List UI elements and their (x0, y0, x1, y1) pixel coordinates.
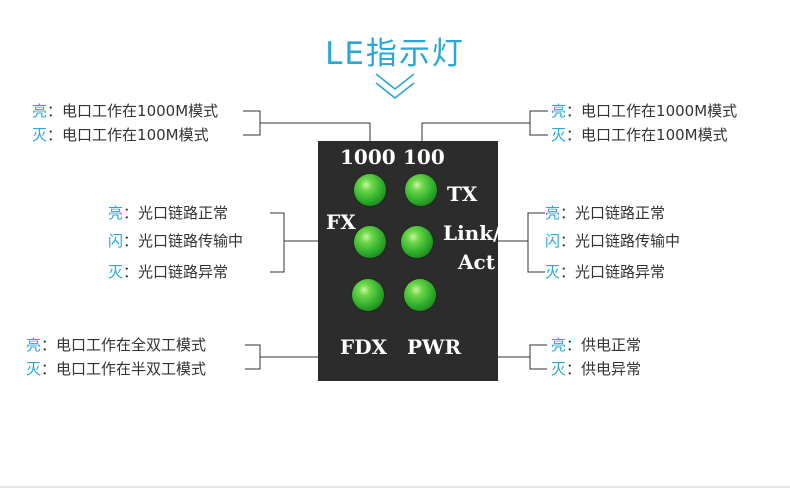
state-label: 灭 (551, 360, 567, 378)
desc-left-mid-blink: 闪：光口链路传输中 (108, 232, 244, 250)
footer-divider (0, 486, 790, 488)
label-100: 100 (403, 145, 445, 169)
desc-left-mid-off: 灭：光口链路异常 (108, 263, 229, 281)
desc-right-bot-on: 亮：供电正常 (551, 336, 642, 354)
desc-text: 电口工作在全双工模式 (56, 336, 207, 354)
desc-text: 电口工作在半双工模式 (56, 360, 207, 378)
desc-text: 光口链路正常 (575, 204, 666, 222)
led-link-act (401, 226, 433, 258)
state-label: 亮 (545, 204, 561, 222)
desc-text: 光口链路异常 (575, 263, 666, 281)
desc-text: 光口链路异常 (138, 263, 229, 281)
led-100-tx (405, 174, 437, 206)
desc-right-mid-blink: 闪：光口链路传输中 (545, 232, 681, 250)
state-label: 灭 (551, 126, 567, 144)
desc-text: 电口工作在100M模式 (581, 126, 728, 144)
label-fdx: FDX (340, 335, 388, 359)
desc-right-mid-on: 亮：光口链路正常 (545, 204, 666, 222)
desc-left-top-off: 灭：电口工作在100M模式 (32, 126, 209, 144)
state-label: 灭 (108, 263, 124, 281)
label-tx: TX (447, 182, 478, 206)
desc-text: 电口工作在1000M模式 (581, 102, 738, 120)
led-fx (354, 226, 386, 258)
label-act: Act (458, 250, 495, 274)
state-label: 闪 (545, 232, 561, 250)
state-label: 亮 (551, 336, 567, 354)
state-label: 亮 (32, 102, 48, 120)
desc-right-bot-off: 灭：供电异常 (551, 360, 642, 378)
state-label: 亮 (108, 204, 124, 222)
led-pwr (404, 279, 436, 311)
desc-left-top-on: 亮：电口工作在1000M模式 (32, 102, 219, 120)
desc-text: 电口工作在100M模式 (62, 126, 209, 144)
desc-text: 光口链路传输中 (138, 232, 244, 250)
label-1000: 1000 (340, 145, 396, 169)
double-chevron-down-icon (375, 73, 415, 100)
label-fx: FX (326, 210, 356, 234)
desc-text: 供电正常 (581, 336, 642, 354)
state-label: 亮 (551, 102, 567, 120)
desc-text: 光口链路传输中 (575, 232, 681, 250)
desc-left-bot-off: 灭：电口工作在半双工模式 (26, 360, 207, 378)
desc-text: 供电异常 (581, 360, 642, 378)
state-label: 灭 (545, 263, 561, 281)
led-1000 (354, 174, 386, 206)
label-link: Link/ (443, 221, 501, 245)
desc-right-mid-off: 灭：光口链路异常 (545, 263, 666, 281)
state-label: 灭 (26, 360, 42, 378)
desc-text: 电口工作在1000M模式 (62, 102, 219, 120)
led-fdx (352, 279, 384, 311)
state-label: 闪 (108, 232, 124, 250)
state-label: 亮 (26, 336, 42, 354)
label-pwr: PWR (407, 335, 462, 359)
desc-right-top-on: 亮：电口工作在1000M模式 (551, 102, 738, 120)
desc-text: 光口链路正常 (138, 204, 229, 222)
desc-right-top-off: 灭：电口工作在100M模式 (551, 126, 728, 144)
page-title: LE指示灯 (325, 36, 465, 72)
state-label: 灭 (32, 126, 48, 144)
desc-left-mid-on: 亮：光口链路正常 (108, 204, 229, 222)
desc-left-bot-on: 亮：电口工作在全双工模式 (26, 336, 207, 354)
